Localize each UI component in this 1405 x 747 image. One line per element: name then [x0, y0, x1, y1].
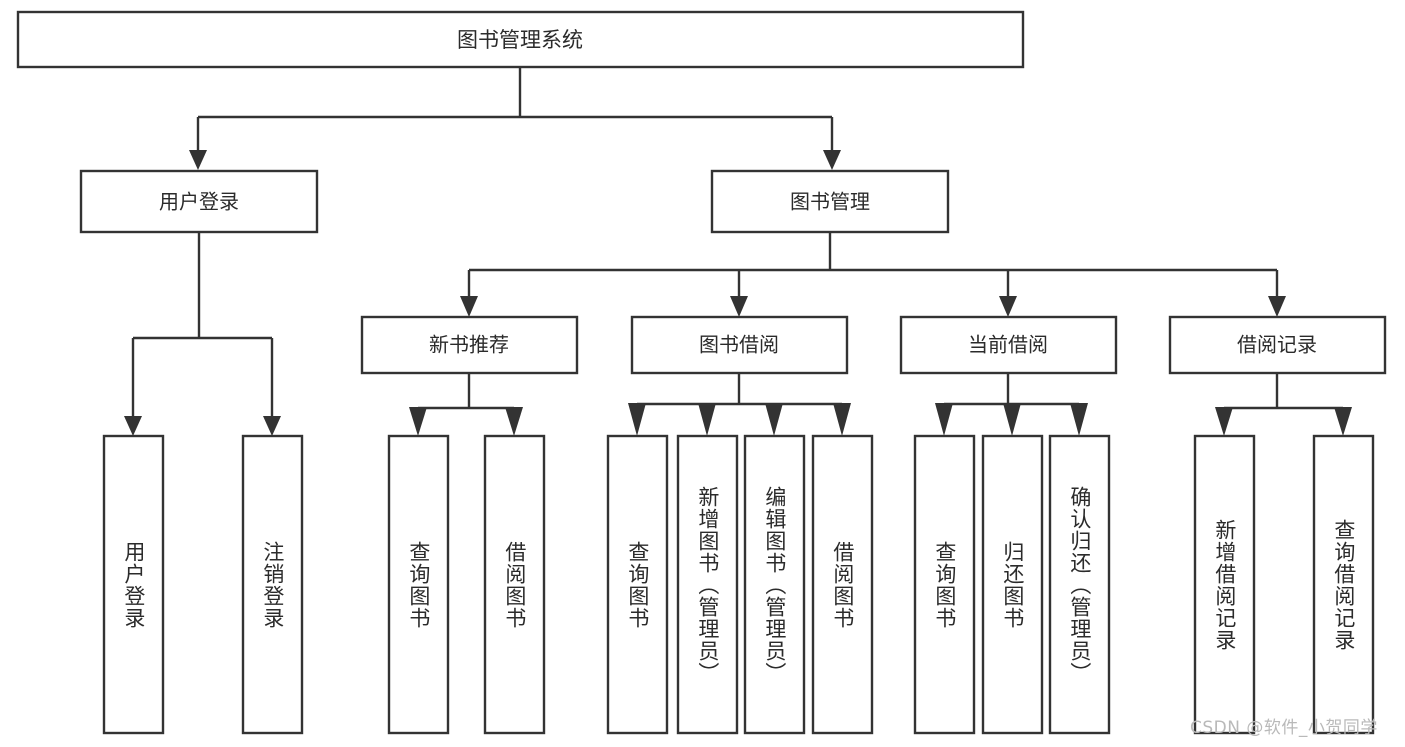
arrow-to-new-book-recommend [460, 296, 478, 317]
leaf-box-edit-book[interactable] [743, 434, 806, 735]
arrow-to-leaf-user-logout [263, 416, 281, 436]
node-borrow-record[interactable]: 借阅记录 [1168, 315, 1387, 375]
leaf-box-borrow-book-2[interactable] [811, 434, 874, 735]
connector-book-manage-to-level2 [460, 232, 1286, 317]
node-book-borrow-label: 图书借阅 [699, 333, 779, 357]
node-borrow-record-label: 借阅记录 [1237, 333, 1317, 357]
leaf-box-query-book-2[interactable] [606, 434, 669, 735]
node-new-book-recommend-label: 新书推荐 [429, 333, 509, 357]
connector-borrow-record-to-leaves [1215, 373, 1352, 436]
connector-new-book-recommend-to-leaves [409, 373, 523, 436]
leaf-box-borrow-book-1[interactable] [483, 434, 546, 735]
node-user-login-box[interactable] [79, 169, 319, 234]
arrow-to-leaf-return-book [1003, 403, 1021, 436]
arrow-to-leaf-add-record [1215, 407, 1233, 436]
node-current-borrow-box[interactable] [899, 315, 1118, 375]
arrow-to-book-borrow [730, 296, 748, 317]
node-new-book-recommend[interactable]: 新书推荐 [360, 315, 579, 375]
node-root[interactable]: 图书管理系统 [16, 10, 1025, 69]
node-book-borrow[interactable]: 图书借阅 [630, 315, 849, 375]
arrow-to-borrow-record [1268, 296, 1286, 317]
arrow-to-leaf-query-book-1 [409, 407, 427, 436]
arrow-to-leaf-borrow-book-1 [505, 407, 523, 436]
node-current-borrow-label: 当前借阅 [968, 333, 1048, 357]
node-root-box[interactable] [16, 10, 1025, 69]
leaf-box-user-logout[interactable] [241, 434, 304, 735]
arrow-to-leaf-query-book-3 [935, 403, 953, 436]
leaf-box-confirm-return[interactable] [1048, 434, 1111, 735]
arrow-to-leaf-add-book [698, 403, 716, 436]
leaf-box-add-book[interactable] [676, 434, 739, 735]
node-root-label: 图书管理系统 [457, 28, 583, 52]
node-book-manage[interactable]: 图书管理 [710, 169, 950, 234]
connector-root-to-level1 [189, 67, 841, 170]
connector-user-login-to-leaves [124, 232, 281, 436]
leaf-box-return-book[interactable] [981, 434, 1044, 735]
node-book-manage-label: 图书管理 [790, 190, 870, 214]
node-user-login[interactable]: 用户登录 [79, 169, 319, 234]
arrow-to-leaf-edit-book [765, 403, 783, 436]
connector-book-borrow-to-leaves [628, 373, 851, 436]
arrow-to-user-login [189, 150, 207, 170]
node-new-book-recommend-box[interactable] [360, 315, 579, 375]
arrow-to-leaf-query-record [1334, 407, 1352, 436]
leaf-box-query-book-3[interactable] [913, 434, 976, 735]
arrow-to-leaf-query-book-2 [628, 403, 646, 436]
arrow-to-book-manage [823, 150, 841, 170]
leaf-box-query-book-1[interactable] [387, 434, 450, 735]
node-current-borrow[interactable]: 当前借阅 [899, 315, 1118, 375]
arrow-to-leaf-confirm-return [1070, 403, 1088, 436]
arrow-to-leaf-user-login [124, 416, 142, 436]
leaf-box-user-login[interactable] [102, 434, 165, 735]
connector-current-borrow-to-leaves [935, 373, 1088, 436]
csdn-watermark: CSDN @软件_小贺同学 [1190, 718, 1378, 738]
leaf-box-add-record[interactable] [1193, 434, 1256, 735]
leaf-box-query-record[interactable] [1312, 434, 1375, 735]
node-user-login-label: 用户登录 [159, 190, 239, 214]
arrow-to-leaf-borrow-book-2 [833, 403, 851, 436]
arrow-to-current-borrow [999, 296, 1017, 317]
